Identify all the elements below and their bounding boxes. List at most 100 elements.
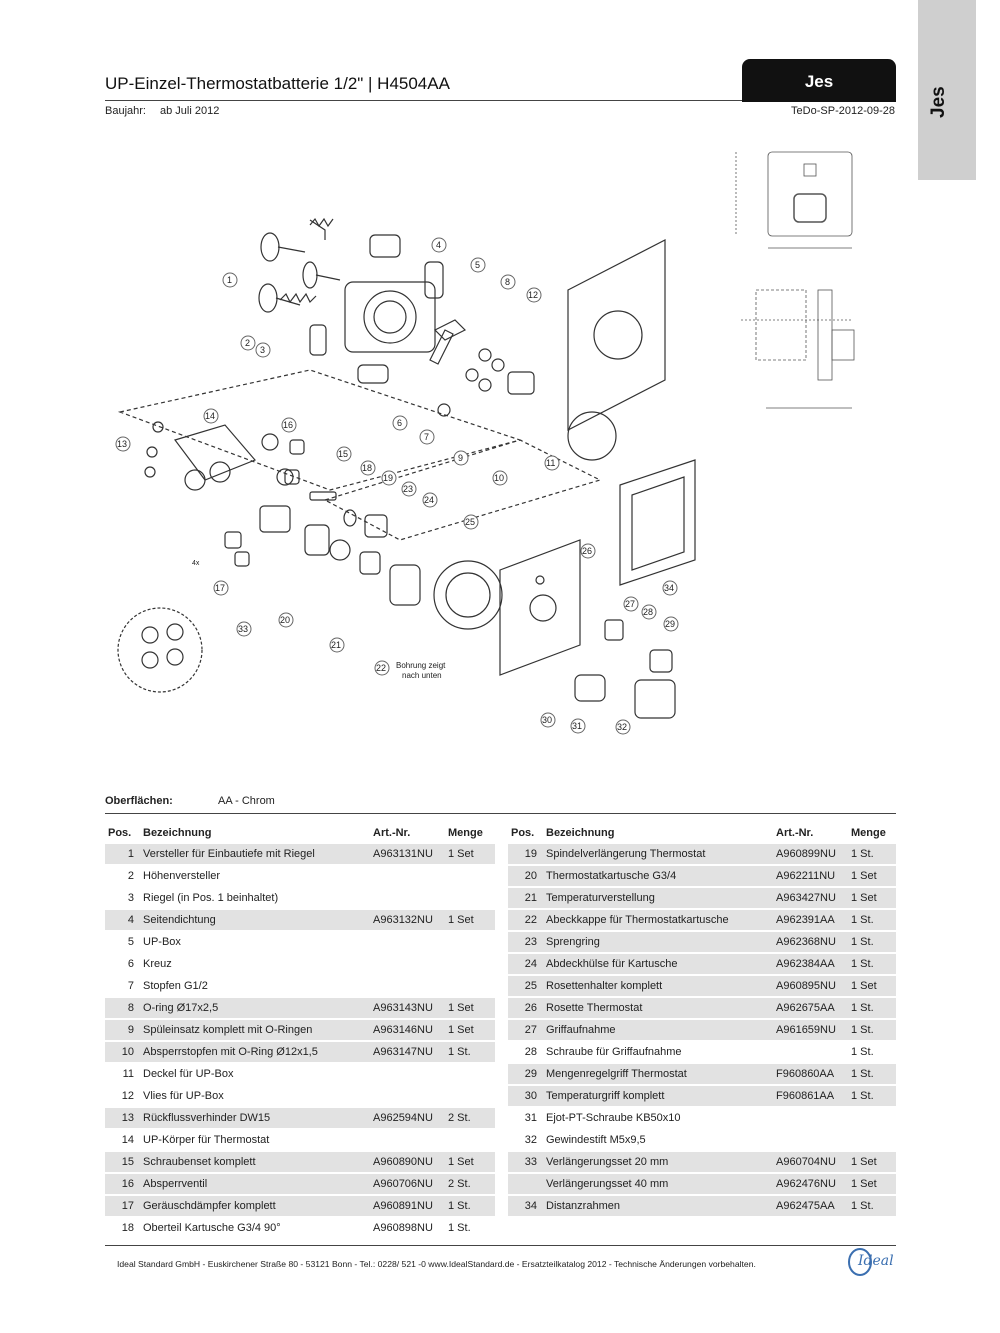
pos-cell: 25	[508, 976, 543, 996]
pos-cell: 5	[127, 936, 134, 948]
drawing-note-line1: Bohrung zeigt	[396, 661, 446, 670]
pos-cell: 11	[122, 1068, 134, 1080]
pos-cell: 21	[508, 888, 543, 908]
callout-13: 13	[117, 439, 127, 449]
header-name: Bezeichnung	[546, 827, 615, 839]
qty-cell	[445, 976, 495, 996]
qty-cell: 1 Set	[848, 1152, 896, 1172]
art-cell: A960898NU	[373, 1222, 433, 1234]
name-cell: Geräuschdämpfer komplett	[140, 1196, 370, 1216]
callout-30: 30	[542, 715, 552, 725]
art-cell	[370, 932, 445, 952]
side-tab[interactable]: Jes	[918, 0, 976, 180]
pos-cell: 3	[127, 892, 134, 904]
name-cell: Abdeckhülse für Kartusche	[543, 954, 773, 974]
qty-cell: 1 St.	[848, 1064, 896, 1084]
name-cell: Rosette Thermostat	[543, 998, 773, 1018]
surfaces-label: Oberflächen:	[105, 795, 173, 807]
vlies-panel	[567, 239, 666, 431]
callout-14: 14	[205, 411, 215, 421]
pos-cell: 12	[121, 1090, 134, 1102]
callout-19: 19	[383, 473, 393, 483]
art-cell: A962594NU	[370, 1108, 445, 1128]
drawing-note-line2: nach unten	[402, 671, 442, 680]
art-cell: A963427NU	[773, 888, 848, 908]
logo-icon	[848, 1248, 872, 1276]
name-cell: Temperaturverstellung	[543, 888, 773, 908]
name-cell: Schraube für Griffaufnahme	[546, 1046, 682, 1058]
qty-cell	[445, 888, 495, 908]
qty-cell: 1 St.	[445, 1196, 495, 1216]
exploded-view-drawing: 1 2 3 4 5 6 7 8 9 10 11 12 13 14 15 16 1…	[115, 217, 696, 735]
callout-3: 3	[260, 345, 265, 355]
header-pos: Pos.	[511, 827, 535, 839]
callout-4: 4	[436, 240, 441, 250]
art-cell	[370, 976, 445, 996]
header-name: Bezeichnung	[143, 827, 212, 839]
name-cell: Vlies für UP-Box	[143, 1090, 224, 1102]
qty-cell: 1 Set	[445, 1020, 495, 1040]
art-cell: A962391AA	[773, 910, 848, 930]
table-row: 12 Vlies für UP-Box	[105, 1086, 495, 1106]
name-cell: Stopfen G1/2	[143, 980, 208, 992]
art-cell: A963131NU	[370, 844, 445, 864]
qty-cell: 1 St.	[848, 1196, 896, 1216]
pos-cell: 33	[508, 1152, 543, 1172]
name-cell: Rosettenhalter komplett	[543, 976, 773, 996]
baujahr-value: ab Juli 2012	[159, 105, 220, 117]
callout-20: 20	[280, 615, 290, 625]
name-cell: Mengenregelgriff Thermostat	[543, 1064, 773, 1084]
callout-9: 9	[458, 453, 463, 463]
callout-27: 27	[625, 599, 635, 609]
callout-33: 33	[238, 624, 248, 634]
header-art: Art.-Nr.	[373, 827, 411, 839]
header-qty: Menge	[448, 827, 483, 839]
pos-cell: 17	[105, 1196, 140, 1216]
pos-cell: 7	[127, 980, 134, 992]
art-cell	[370, 954, 445, 974]
qty-cell: 1 Set	[848, 888, 896, 908]
callout-10: 10	[494, 473, 504, 483]
pos-cell: 13	[105, 1108, 140, 1128]
qty-cell: 1 Set	[445, 1152, 495, 1172]
art-cell: A960891NU	[370, 1196, 445, 1216]
pos-cell: 9	[105, 1020, 140, 1040]
pos-cell: 19	[508, 844, 543, 864]
callout-24: 24	[424, 495, 434, 505]
art-cell	[773, 1130, 848, 1150]
art-cell	[773, 1042, 848, 1062]
callout-23: 23	[403, 484, 413, 494]
art-cell	[370, 866, 445, 886]
callout-28: 28	[643, 607, 653, 617]
qty-cell	[445, 1130, 495, 1150]
qty-cell: 1 St.	[848, 1086, 896, 1106]
name-cell: Absperrventil	[140, 1174, 370, 1194]
qty-cell: 2 St.	[445, 1174, 495, 1194]
name-cell: Kreuz	[143, 958, 172, 970]
callout-5: 5	[475, 260, 480, 270]
qty-cell: 1 Set	[848, 976, 896, 996]
art-cell: A960704NU	[773, 1152, 848, 1172]
qty-cell	[848, 1130, 896, 1150]
qty-cell: 1 St.	[445, 1042, 495, 1062]
pos-cell: 16	[105, 1174, 140, 1194]
table-divider	[105, 813, 896, 814]
art-cell: F960861AA	[773, 1086, 848, 1106]
art-cell: A961659NU	[773, 1020, 848, 1040]
name-cell: UP-Körper für Thermostat	[143, 1134, 270, 1146]
callout-29: 29	[665, 619, 675, 629]
name-cell: Schraubenset komplett	[140, 1152, 370, 1172]
art-cell: A962476NU	[773, 1174, 848, 1194]
